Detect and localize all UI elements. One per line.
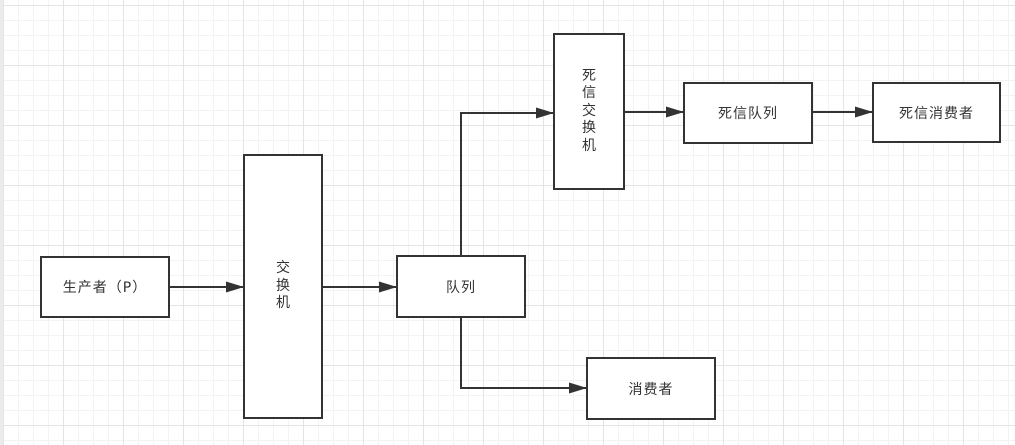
- canvas-left-edge: [0, 0, 3, 445]
- node-dead-letter-consumer-label: 死信消费者: [899, 105, 974, 122]
- node-queue[interactable]: 队列: [396, 255, 526, 318]
- node-producer[interactable]: 生产者（P）: [40, 256, 170, 318]
- node-consumer[interactable]: 消费者: [586, 357, 716, 420]
- node-dead-letter-consumer[interactable]: 死信消费者: [872, 82, 1001, 143]
- node-consumer-label: 消费者: [628, 381, 674, 398]
- node-dead-letter-queue[interactable]: 死信队列: [683, 82, 813, 144]
- node-dead-letter-exchange[interactable]: 死信交换机: [553, 33, 625, 190]
- node-dead-letter-queue-label: 死信队列: [718, 106, 778, 122]
- node-exchange-label: 交换机: [276, 260, 290, 312]
- connector-queue-consumer[interactable]: [460, 318, 587, 394]
- connector-queue-dead-letter-exchange[interactable]: [460, 107, 554, 255]
- node-dead-letter-exchange-label: 死信交换机: [582, 67, 596, 154]
- node-exchange[interactable]: 交换机: [243, 154, 323, 419]
- node-queue-label: 队列: [446, 279, 476, 296]
- node-producer-label: 生产者（P）: [62, 280, 148, 296]
